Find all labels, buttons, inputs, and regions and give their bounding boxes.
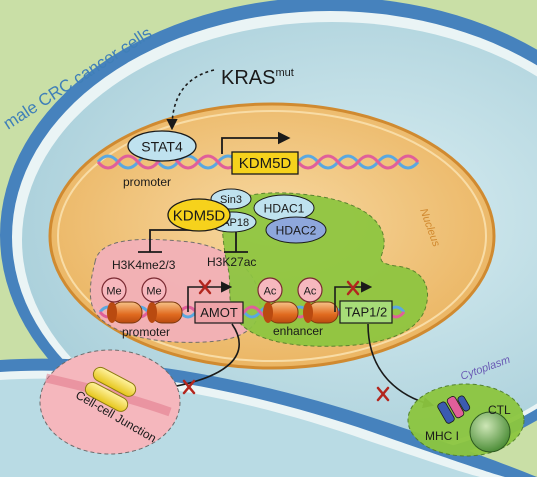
svg-text:Me: Me — [146, 286, 161, 298]
stat4-oval: STAT4 — [127, 130, 197, 162]
nucleosome — [263, 301, 299, 324]
acetyl-mark-1: Ac — [257, 277, 283, 303]
repressor-complex: Sin3 SAP18 HDAC1 HDAC2 KDM5D — [167, 188, 327, 244]
kdm5d-gene-box: KDM5D — [231, 151, 299, 175]
svg-text:Me: Me — [106, 286, 121, 298]
promoter-top-label: promoter — [123, 175, 171, 189]
ctl-label: CTL — [488, 403, 511, 417]
svg-text:Sin3: Sin3 — [220, 194, 242, 206]
mhc-molecule — [437, 395, 471, 424]
junction-protein-pair — [84, 366, 137, 412]
mhc-label: MHC I — [425, 429, 459, 443]
svg-text:STAT4: STAT4 — [141, 139, 183, 155]
svg-text:TAP1/2: TAP1/2 — [345, 305, 387, 320]
svg-text:KDM5D: KDM5D — [173, 208, 226, 225]
nucleosome — [147, 301, 183, 324]
hdac2-oval: HDAC2 — [265, 216, 327, 244]
amot-block-x — [198, 279, 212, 295]
tap-transcription-arrow — [334, 281, 373, 312]
kdm5d-transcription-arrow — [221, 131, 291, 154]
svg-text:Ac: Ac — [304, 286, 317, 298]
svg-text:Ac: Ac — [264, 286, 277, 298]
methyl-mark-1: Me — [101, 277, 127, 303]
tap-gene-box: TAP1/2 — [339, 300, 393, 324]
ctl-cell — [469, 411, 511, 453]
cell-junction-region: Cell-cell Junction — [39, 349, 181, 455]
svg-text:HDAC2: HDAC2 — [276, 224, 317, 238]
hdac1-oval: HDAC1 — [253, 194, 315, 222]
nucleosome — [107, 301, 143, 324]
h3k4-label: H3K4me2/3 — [112, 258, 176, 272]
enhancer-label: enhancer — [273, 324, 323, 338]
promoter-bottom-label: promoter — [122, 325, 170, 339]
amot-gene-box: AMOT — [194, 301, 244, 324]
svg-text:KDM5D: KDM5D — [239, 155, 292, 172]
kras-label: KRASmut — [221, 67, 294, 89]
tap-block-x — [346, 280, 360, 296]
junction-block-x — [182, 379, 196, 395]
h3k27-label: H3K27ac — [207, 255, 256, 269]
nucleosome — [303, 301, 339, 324]
methyl-mark-2: Me — [141, 277, 167, 303]
mhc-ctl-region: CTL MHC I — [407, 383, 525, 457]
amot-transcription-arrow — [187, 281, 233, 312]
svg-text:AMOT: AMOT — [200, 305, 238, 320]
kdm5d-protein-oval: KDM5D — [167, 198, 231, 232]
svg-text:HDAC1: HDAC1 — [264, 202, 305, 216]
acetyl-mark-2: Ac — [297, 277, 323, 303]
mhc-block-x — [376, 386, 390, 402]
